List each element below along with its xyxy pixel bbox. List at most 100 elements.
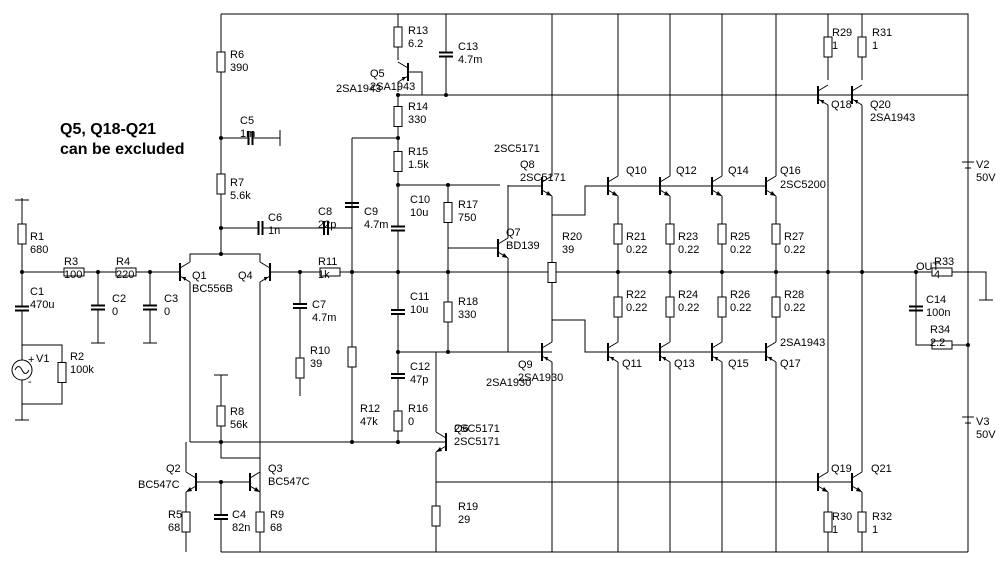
r29-label: R29 (832, 27, 852, 39)
v1-plus-mark: + (28, 354, 34, 366)
r10-resistor (295, 340, 305, 396)
r26-value: 0.22 (730, 302, 751, 314)
q14-transistor (711, 175, 723, 197)
q3-value: BC547C (268, 476, 310, 488)
q5-value: 2SA1943 (370, 81, 415, 93)
r32-value: 1 (872, 524, 878, 536)
r19-resistor (431, 480, 441, 552)
c11-label: C11 (410, 291, 429, 303)
q17-label: Q17 (780, 358, 801, 370)
r28-label: R28 (784, 289, 804, 301)
c11-value: 10u (410, 304, 428, 316)
v2-label: V2 (976, 159, 989, 171)
v2-dc-source (962, 161, 974, 169)
c9-capacitor (345, 138, 359, 272)
c2-value: 0 (112, 306, 118, 318)
q6-value: 2SC5171 (454, 423, 500, 435)
r6-value: 390 (230, 62, 248, 74)
r19-value: 29 (458, 514, 470, 526)
q7-transistor (497, 237, 509, 259)
r12-label: R12 (360, 403, 380, 415)
r16-resistor (393, 400, 403, 442)
r4-resistor (112, 267, 140, 277)
r16-label: R16 (408, 403, 428, 415)
r26-resistor (717, 272, 727, 342)
c3-value: 0 (164, 306, 170, 318)
r25-value: 0.22 (730, 244, 751, 256)
c10-capacitor (391, 185, 405, 272)
r3-resistor (60, 267, 88, 277)
r23-label: R23 (678, 231, 698, 243)
r17-label: R17 (458, 199, 478, 211)
c4-capacitor (214, 482, 228, 552)
q1-value: BC556B (192, 283, 233, 295)
r33-value: 4 (934, 269, 940, 281)
r5-resistor (181, 492, 191, 552)
c7-value: 4.7m (312, 312, 336, 324)
exclusion-note: Q5, Q18-Q21 can be excluded (60, 120, 185, 160)
q13-label: Q13 (674, 358, 695, 370)
r14-value: 330 (408, 114, 426, 126)
r20-value: 39 (562, 244, 574, 256)
r9-resistor (255, 492, 265, 552)
q12-transistor (659, 175, 671, 197)
r1-label: R1 (30, 231, 44, 243)
r18-value: 330 (458, 309, 476, 321)
r9-label: R9 (270, 509, 284, 521)
r13-label: R13 (408, 25, 428, 37)
q15-label: Q15 (728, 358, 749, 370)
v1-label: V1 (36, 353, 49, 365)
c13-label: C13 (458, 41, 478, 53)
c9-label: C9 (364, 206, 378, 218)
v3-label: V3 (976, 416, 989, 428)
r13-resistor (393, 14, 403, 60)
r24-label: R24 (678, 289, 698, 301)
q21-transistor (851, 471, 863, 493)
r11-resistor (300, 267, 360, 277)
r31-label: R31 (872, 27, 892, 39)
r24-resistor (665, 272, 675, 342)
r21-label: R21 (626, 231, 646, 243)
c5-value: 1m (240, 128, 255, 140)
v1-ac-source (11, 359, 33, 381)
c14-label: C14 (926, 294, 946, 306)
r7-label: R7 (230, 177, 244, 189)
c1-label: C1 (30, 286, 44, 298)
r5-value: 68 (168, 522, 180, 534)
c3-capacitor (143, 272, 157, 343)
c8-value: 22p (318, 219, 336, 231)
r27-value: 0.22 (784, 244, 805, 256)
r1-resistor (17, 210, 27, 258)
r33-resistor (916, 267, 968, 277)
q1-label: Q1 (192, 270, 207, 282)
r30-value: 1 (832, 524, 838, 536)
q2-label: Q2 (166, 463, 181, 475)
q8-value: 2SC5171 (520, 172, 566, 184)
r29-resistor (823, 14, 833, 80)
r29-value: 1 (832, 40, 838, 52)
note-line-2: can be excluded (60, 141, 185, 158)
q10-transistor (607, 175, 619, 197)
r12-resistor (347, 272, 357, 442)
q2-transistor (185, 471, 197, 493)
c14-value: 100n (926, 307, 950, 319)
junction-dot (826, 270, 830, 274)
q21-label: Q21 (871, 463, 892, 475)
c4-label: C4 (232, 509, 246, 521)
q3-transistor (249, 471, 261, 493)
note-line-1: Q5, Q18-Q21 (60, 121, 157, 138)
c9-value: 4.7m (364, 219, 388, 231)
c1-capacitor (15, 272, 29, 345)
q11-transistor (607, 341, 619, 363)
q3-label: Q3 (268, 463, 283, 475)
r6-label: R6 (230, 49, 244, 61)
q4-transistor (259, 261, 271, 283)
q20-label: Q20 (870, 99, 891, 111)
q19-label: Q19 (831, 463, 852, 475)
q8-transistor (541, 175, 553, 197)
r8-resistor (216, 390, 226, 442)
c6-label: C6 (268, 212, 282, 224)
v1-minus-mark: - (28, 376, 32, 388)
q8-value: 2SC5171 (494, 143, 540, 155)
